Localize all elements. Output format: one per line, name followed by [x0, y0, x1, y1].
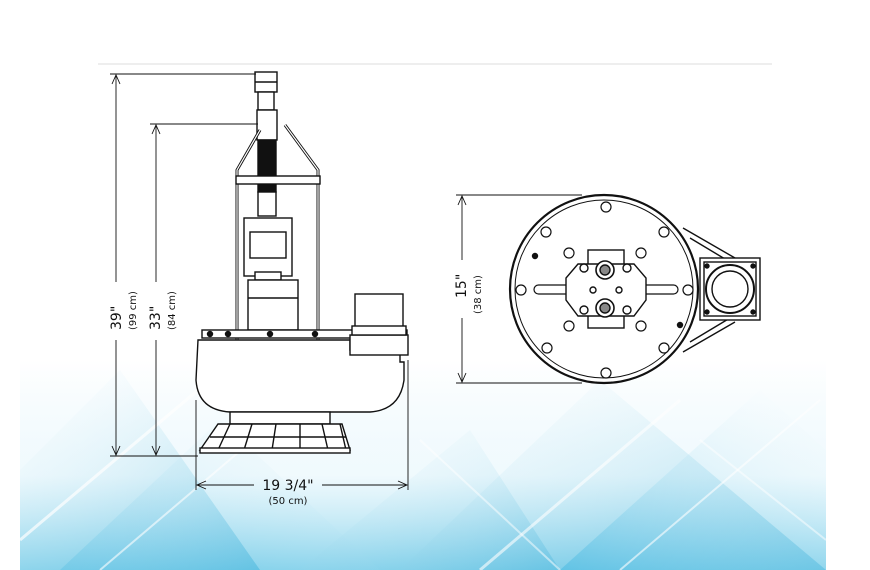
overall-height-imperial: 39" [109, 306, 125, 330]
base-width-imperial: 19 3/4" [262, 478, 313, 494]
overall-height-metric: (99 cm) [128, 291, 139, 330]
body-height-metric: (84 cm) [167, 291, 178, 330]
body-height-imperial: 33" [148, 306, 164, 330]
top-width-imperial: 15" [454, 274, 470, 298]
top-view [508, 193, 761, 385]
background-pattern [19, 360, 827, 570]
side-view [195, 71, 409, 454]
top-width-metric: (38 cm) [473, 275, 484, 314]
base-width-metric: (50 cm) [269, 496, 308, 507]
side-dimension-lines [110, 73, 409, 490]
dimension-labels: 39" (99 cm) 33" (84 cm) 15" (38 cm) 19 3… [94, 260, 488, 507]
